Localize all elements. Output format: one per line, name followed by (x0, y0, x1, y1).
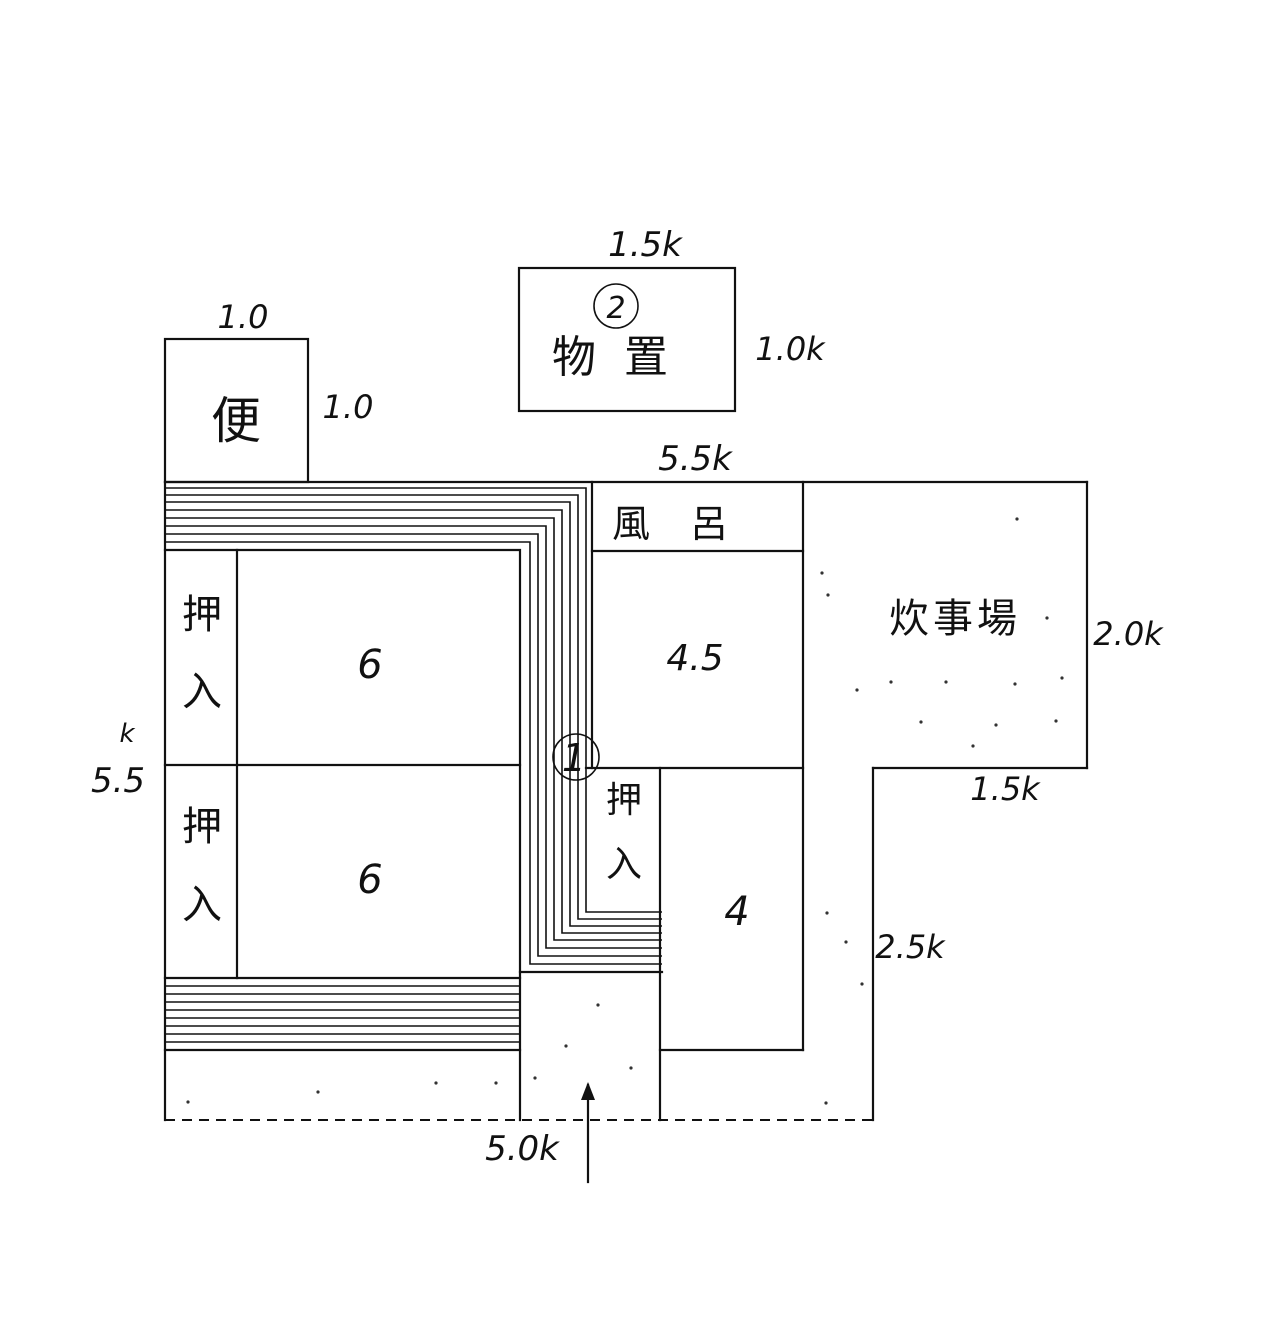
closet-bottom-left-char2: 入 (182, 882, 222, 928)
storage-outline (517, 266, 737, 413)
left-depth-unit: k (119, 719, 135, 749)
earthen-floor-dots (186, 517, 1064, 1105)
room-bottom-left-size: 6 (357, 857, 382, 903)
entrance-mark: 1 (562, 736, 586, 780)
room-center-size: 4.5 (666, 638, 723, 679)
corridor-hatching (163, 487, 664, 974)
kitchen-step-dim: 1.5k (970, 770, 1041, 808)
closet-top-left-char2: 入 (182, 669, 222, 715)
bath-label: 風呂 (612, 502, 768, 546)
room-right-size: 4 (724, 889, 749, 935)
bottom-width-dim: 5.0k (485, 1129, 560, 1169)
left-depth-dim: 5.5 (91, 761, 145, 801)
toilet-label: 便 (211, 392, 261, 450)
room-top-left-size: 6 (357, 642, 382, 688)
storage-width-dim: 1.5k (608, 225, 683, 265)
storage-number-circle (593, 283, 639, 329)
entrance-mark-circle (552, 733, 600, 781)
top-width-dim: 5.5k (658, 439, 733, 479)
kitchen-label: 炊事場 (889, 596, 1021, 642)
closet-top-left-char1: 押 (182, 592, 222, 638)
storage-label: 物置 (552, 332, 696, 383)
lower-corridor-hatching (163, 976, 522, 1052)
kitchen-depth-dim: 2.0k (1093, 615, 1164, 653)
toilet-width-dim: 1.0 (218, 298, 269, 336)
closet-center-char2: 入 (606, 844, 642, 885)
toilet-depth-dim: 1.0 (323, 388, 374, 426)
closet-center-char1: 押 (606, 780, 642, 821)
storage-number: 2 (606, 291, 625, 326)
closet-bottom-left-char1: 押 (182, 804, 222, 850)
storage-depth-dim: 1.0k (755, 330, 826, 368)
right-lower-depth-dim: 2.5k (875, 928, 946, 966)
entrance-arrow-head (581, 1082, 595, 1100)
